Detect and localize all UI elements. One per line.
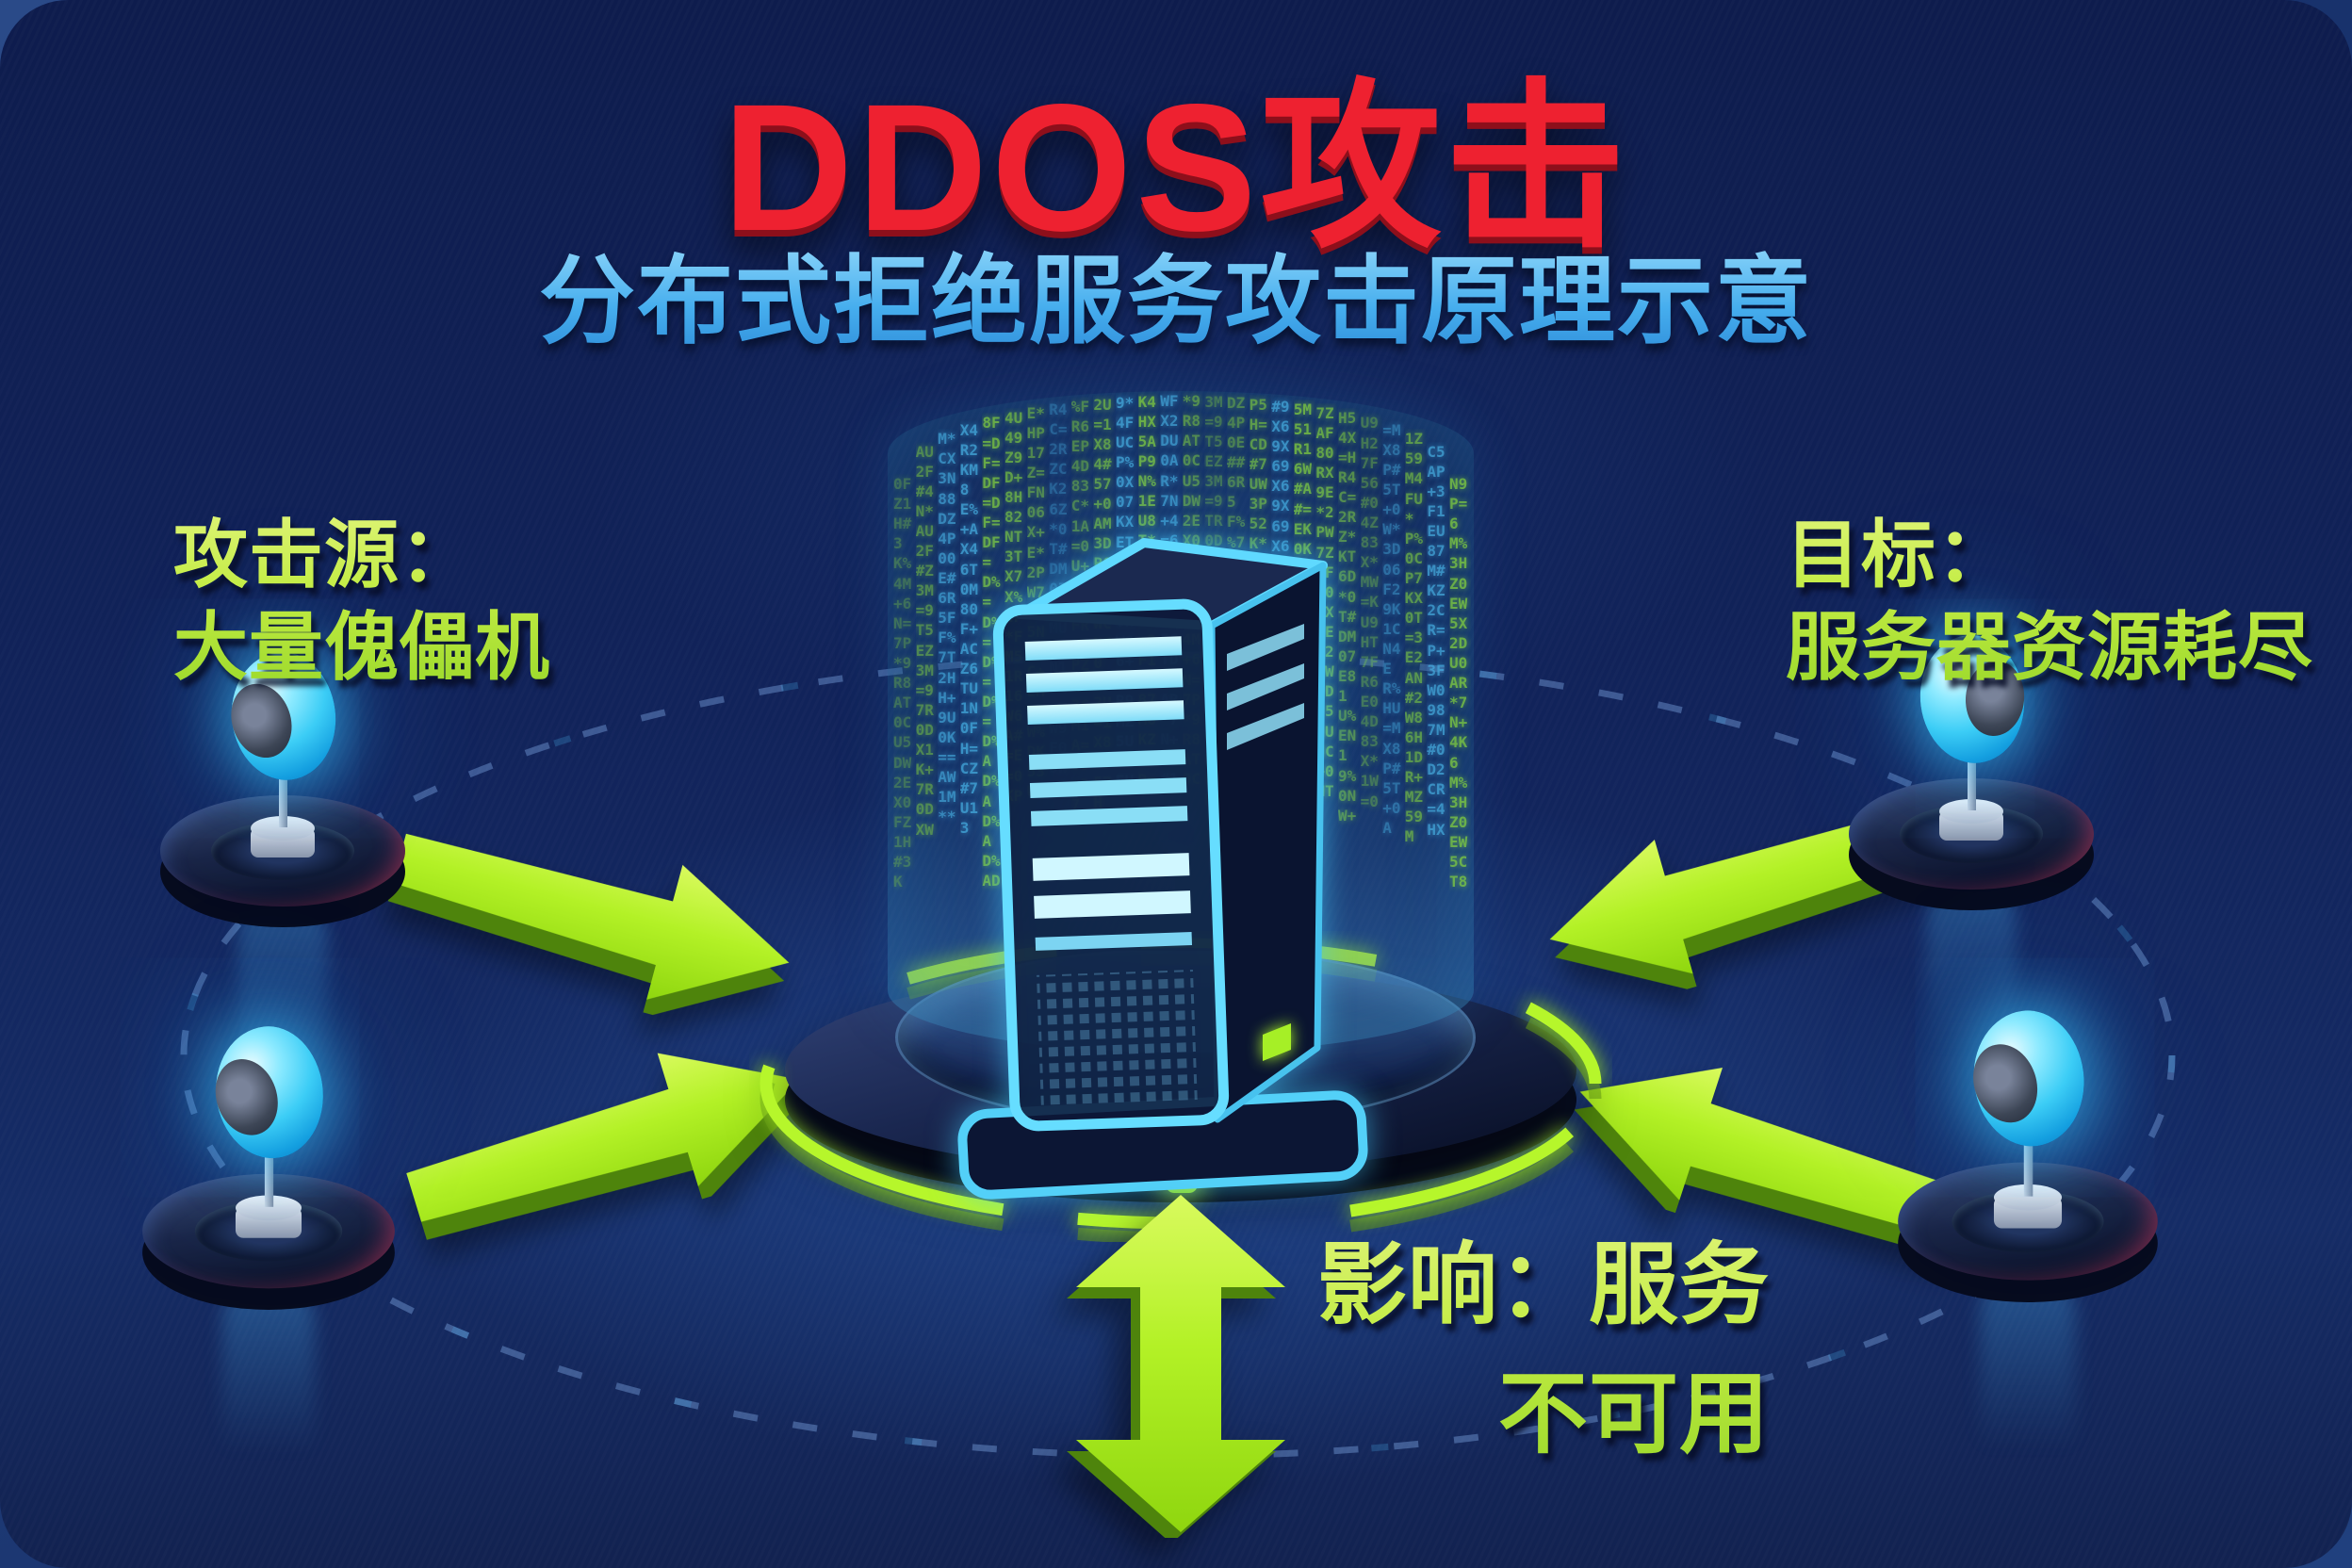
label-attack-source: 攻击源： 大量傀儡机 — [173, 509, 550, 694]
page-subtitle: 分布式拒绝服务攻击原理示意 — [0, 224, 2352, 363]
device-stem — [279, 769, 287, 827]
orb-reflection — [221, 1276, 316, 1486]
label-target-line1: 目标： — [1786, 513, 2012, 596]
label-impact-line1: 影响：服务 — [1317, 1235, 1771, 1335]
attack-arrow-top-left — [377, 768, 815, 1046]
label-target: 目标： 服务器资源耗尽 — [1786, 509, 2313, 694]
zombie-orb-icon — [1963, 1004, 2092, 1153]
device-stem — [264, 1146, 274, 1207]
label-attack-source-line2: 大量傀儡机 — [173, 604, 550, 689]
label-impact-line2: 不可用 — [1498, 1364, 1771, 1464]
label-impact: 影响：服务 不可用 — [1317, 1221, 1770, 1479]
orb-lens — [205, 1050, 288, 1144]
device-stem — [2023, 1134, 2034, 1197]
device-stem — [1968, 752, 1976, 810]
zombie-device-bottom-left — [133, 1004, 404, 1489]
zombie-orb-icon — [205, 1020, 331, 1165]
label-attack-source-line1: 攻击源： — [173, 513, 475, 596]
zombie-device-bottom-right — [1888, 987, 2168, 1486]
page-title: DDOS攻击 — [722, 66, 1630, 269]
impact-arrow-icon — [1063, 1189, 1298, 1544]
label-target-line2: 服务器资源耗尽 — [1786, 604, 2313, 689]
orb-lens — [1963, 1035, 2048, 1132]
target-server-icon — [957, 538, 1368, 1200]
orb-reflection — [1980, 1267, 2076, 1483]
